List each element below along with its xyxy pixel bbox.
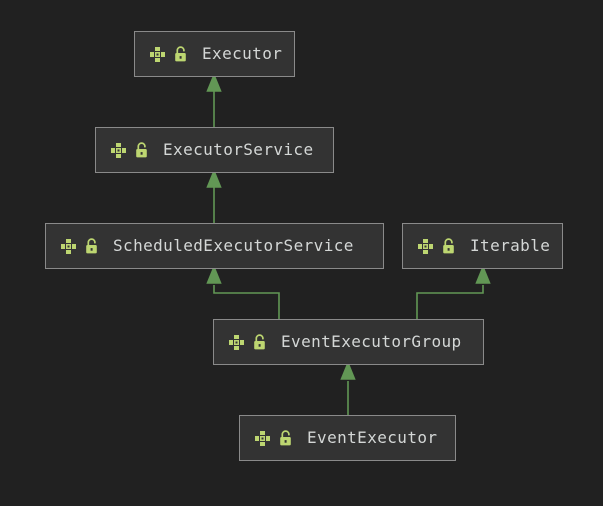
- class-label-iterable: Iterable: [470, 236, 551, 255]
- class-label-event-executor-group: EventExecutorGroup: [281, 332, 462, 351]
- node-icon-group: [254, 429, 293, 447]
- class-node-iterable[interactable]: Iterable: [402, 223, 563, 269]
- edge-executor-to-group: [340, 360, 356, 415]
- class-label-executor-service: ExecutorService: [163, 140, 314, 159]
- interface-icon: [61, 238, 76, 254]
- class-node-executor-service[interactable]: ExecutorService: [95, 127, 334, 173]
- lock-icon: [136, 141, 147, 157]
- node-icon-group: [60, 237, 99, 255]
- class-label-scheduled-executor-service: ScheduledExecutorService: [113, 236, 354, 255]
- interface-icon: [255, 430, 270, 446]
- node-icon-group: [417, 237, 456, 255]
- class-node-event-executor[interactable]: EventExecutor: [239, 415, 456, 461]
- interface-icon: [111, 142, 126, 158]
- interface-icon: [150, 46, 165, 62]
- class-node-scheduled-executor-service[interactable]: ScheduledExecutorService: [45, 223, 384, 269]
- interface-icon: [229, 334, 244, 350]
- node-icon-group: [149, 45, 188, 63]
- lock-icon: [280, 429, 291, 445]
- edge-executor-service-to-executor: [206, 72, 222, 127]
- class-label-event-executor: EventExecutor: [307, 428, 438, 447]
- node-icon-group: [228, 333, 267, 351]
- lock-icon: [443, 237, 454, 253]
- lock-icon: [175, 45, 186, 61]
- edge-group-to-iterable: [416, 264, 491, 319]
- lock-icon: [254, 333, 265, 349]
- node-icon-group: [110, 141, 149, 159]
- class-node-event-executor-group[interactable]: EventExecutorGroup: [213, 319, 484, 365]
- lock-icon: [86, 237, 97, 253]
- class-label-executor: Executor: [202, 44, 283, 63]
- class-node-executor[interactable]: Executor: [134, 31, 295, 77]
- edge-scheduled-to-executor-service: [206, 168, 222, 223]
- edge-group-to-scheduled: [206, 264, 280, 319]
- interface-icon: [418, 238, 433, 254]
